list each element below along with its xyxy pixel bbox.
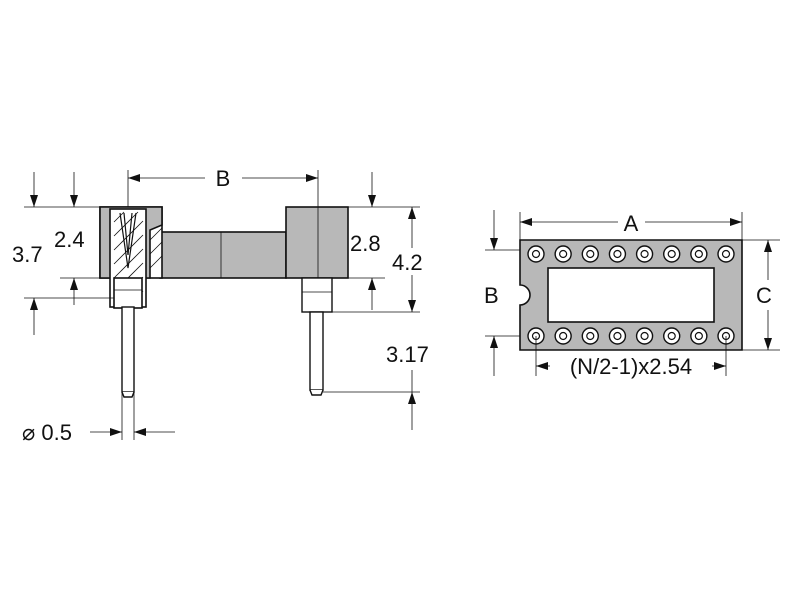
socket-body-bar xyxy=(159,231,287,279)
contact-hole-inner xyxy=(640,249,649,259)
dim-right-vertical: 2.8 4.2 xyxy=(332,172,423,313)
dim-3-17: 3.17 xyxy=(323,342,429,430)
top-view: A B C (N xyxy=(484,210,780,379)
label-B-side: B xyxy=(216,166,231,191)
label-diameter: ⌀ 0.5 xyxy=(22,420,72,445)
contact-hole-inner xyxy=(586,249,595,259)
dim-diameter: ⌀ 0.5 xyxy=(22,392,175,445)
label-3-7: 3.7 xyxy=(12,242,43,267)
contact-hole-inner xyxy=(613,331,622,341)
contact-row-top xyxy=(527,245,735,263)
label-A: A xyxy=(624,211,639,236)
left-contact-housing xyxy=(99,206,163,309)
label-C: C xyxy=(756,283,772,308)
label-B-top: B xyxy=(484,283,499,308)
contact-hole-inner xyxy=(667,331,676,341)
contact-hole-inner xyxy=(559,331,568,341)
label-4-2: 4.2 xyxy=(392,250,423,275)
contact-hole-inner xyxy=(721,249,731,259)
side-view: B 3.7 2.4 xyxy=(12,166,429,445)
socket-window xyxy=(547,267,715,323)
contact-hole-inner xyxy=(531,249,541,259)
dim-C: C xyxy=(742,239,780,351)
right-contact-housing xyxy=(285,206,349,396)
contact-row-bottom xyxy=(527,327,735,345)
label-2-8: 2.8 xyxy=(350,231,381,256)
label-3-17: 3.17 xyxy=(386,342,429,367)
dim-left-vertical: 3.7 2.4 xyxy=(12,172,114,335)
contact-hole-inner xyxy=(640,331,649,341)
contact-hole-inner xyxy=(586,331,595,341)
contact-hole-inner xyxy=(667,249,676,259)
left-tail-pin xyxy=(121,306,135,393)
contact-hole-inner xyxy=(694,249,703,259)
dim-A: A xyxy=(519,211,743,240)
dim-pitch: (N/2-1)x2.54 xyxy=(535,336,727,379)
dim-B-side: B xyxy=(127,166,319,207)
dim-B-top: B xyxy=(484,210,520,376)
label-pitch: (N/2-1)x2.54 xyxy=(570,354,692,379)
contact-hole-inner xyxy=(559,249,568,259)
contact-hole-inner xyxy=(694,331,703,341)
label-2-4: 2.4 xyxy=(54,227,85,252)
contact-hole-inner xyxy=(613,249,622,259)
